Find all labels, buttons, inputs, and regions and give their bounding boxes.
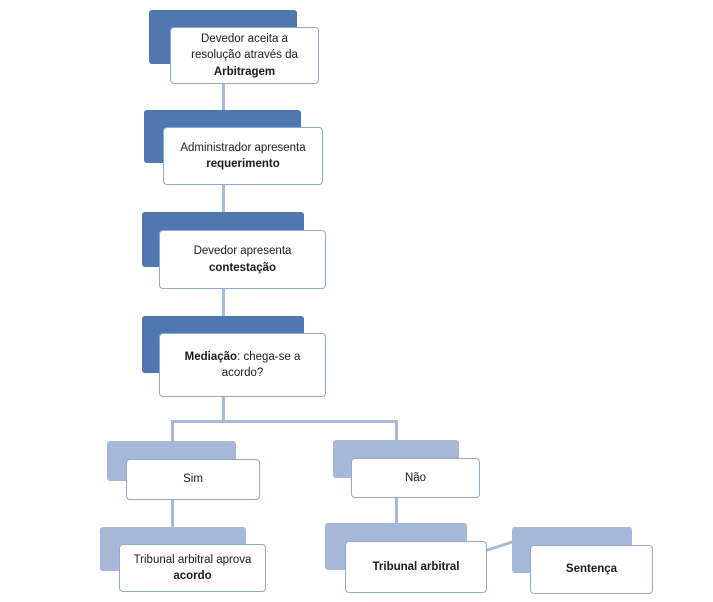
connector xyxy=(171,420,397,423)
node-1-text: Devedor aceita a resolução através da xyxy=(191,33,298,62)
node-9-bold: Sentença xyxy=(565,563,618,576)
node-5[interactable]: Sim xyxy=(126,459,260,500)
node-4-bold: Mediação xyxy=(184,350,238,363)
node-3[interactable]: Devedor apresenta contestação xyxy=(159,230,326,289)
node-2[interactable]: Administrador apresenta requerimento xyxy=(163,127,323,185)
node-4[interactable]: Mediação: chega-se a acordo? xyxy=(159,333,326,397)
node-3-bold: contestação xyxy=(208,261,277,274)
connector xyxy=(222,185,225,213)
node-7[interactable]: Tribunal arbitral aprova acordo xyxy=(119,544,266,592)
connector xyxy=(485,540,514,552)
connector xyxy=(395,420,398,442)
node-9[interactable]: Sentença xyxy=(530,545,653,594)
node-3-text: Devedor apresenta xyxy=(193,245,292,258)
node-8[interactable]: Tribunal arbitral xyxy=(345,541,487,593)
node-2-bold: requerimento xyxy=(206,158,280,170)
node-1[interactable]: Devedor aceita a resolução através da Arb… xyxy=(170,27,319,84)
node-6-text: Não xyxy=(404,471,427,484)
connector xyxy=(171,498,174,528)
node-1-bold: Arbitragem xyxy=(213,65,276,78)
node-7-bold: acordo xyxy=(173,570,212,582)
connector xyxy=(222,288,225,317)
node-7-text: Tribunal arbitral aprova xyxy=(133,553,252,566)
connector xyxy=(395,496,398,525)
node-5-text: Sim xyxy=(183,473,203,486)
connector xyxy=(222,397,225,422)
node-8-bold: Tribunal arbitral xyxy=(372,560,460,573)
node-4-text: : chega-se a acordo? xyxy=(221,350,301,379)
connector xyxy=(222,82,225,112)
node-6[interactable]: Não xyxy=(351,458,480,498)
node-2-text: Administrador apresenta xyxy=(180,141,306,154)
connector xyxy=(171,420,174,442)
